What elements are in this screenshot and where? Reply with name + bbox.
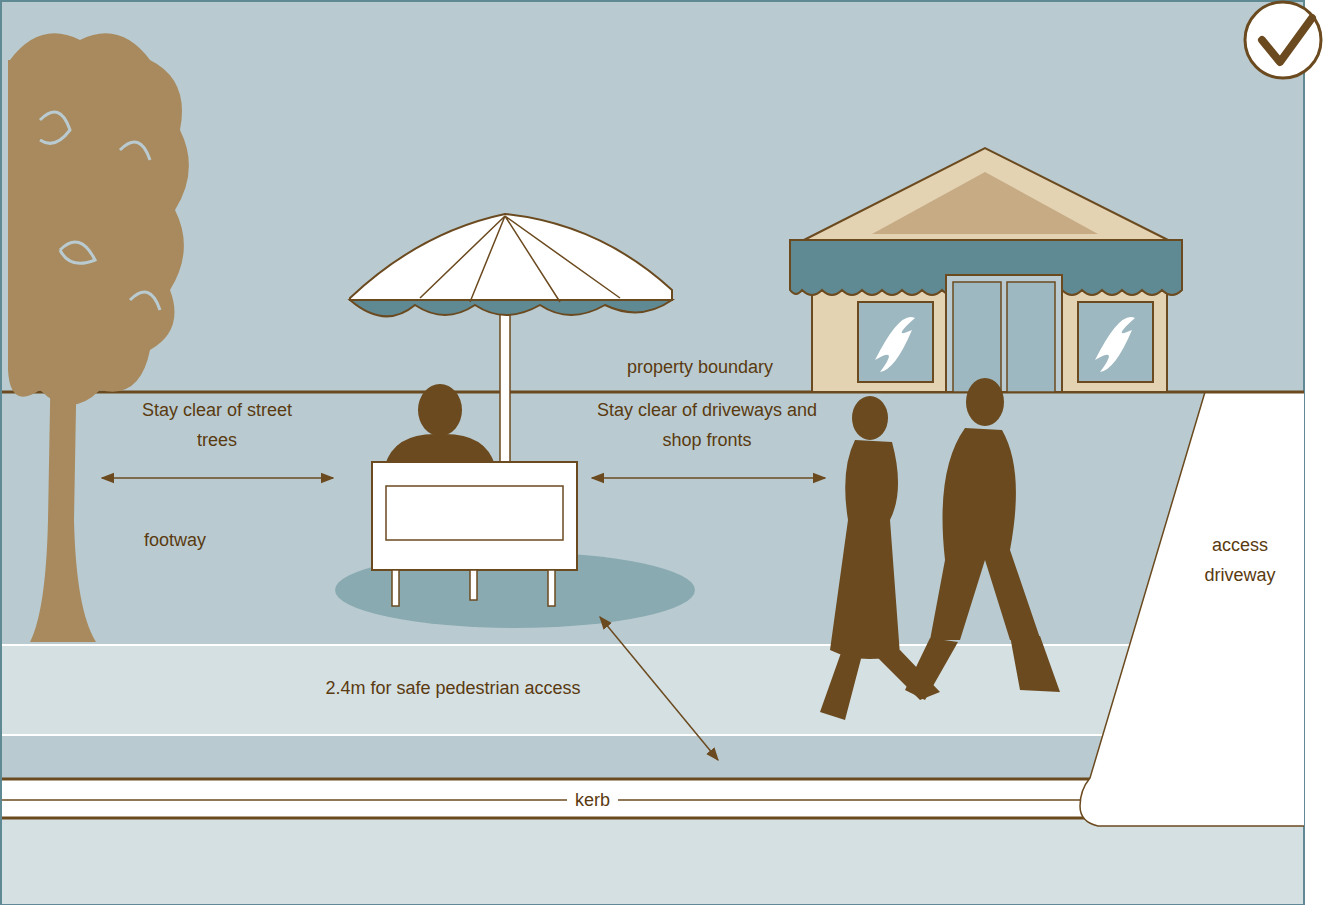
check-mark (1245, 2, 1321, 78)
area-label: access driveway (1185, 530, 1295, 590)
band-edge (2, 644, 1300, 646)
road (2, 818, 1303, 904)
shop (790, 148, 1182, 392)
driveway-edge (1080, 392, 1304, 826)
area-label: footway (115, 525, 235, 555)
boundary-label: property boundary (570, 352, 830, 382)
clearance-arrow (592, 477, 825, 479)
kerb-label: kerb (567, 790, 618, 810)
clearance-note: Stay clear of street trees (137, 395, 297, 455)
panel (1, 1, 1304, 904)
pedestrians (820, 378, 1060, 720)
width-arrow (600, 617, 718, 760)
dimension-label: 2.4m for safe pedestrian access (303, 673, 603, 703)
clearance-arrow (102, 477, 333, 479)
market-stall (335, 214, 695, 628)
driveway (1080, 392, 1304, 826)
street-tree (8, 33, 189, 642)
clearance-note: Stay clear of driveways and shop fronts (577, 395, 837, 455)
